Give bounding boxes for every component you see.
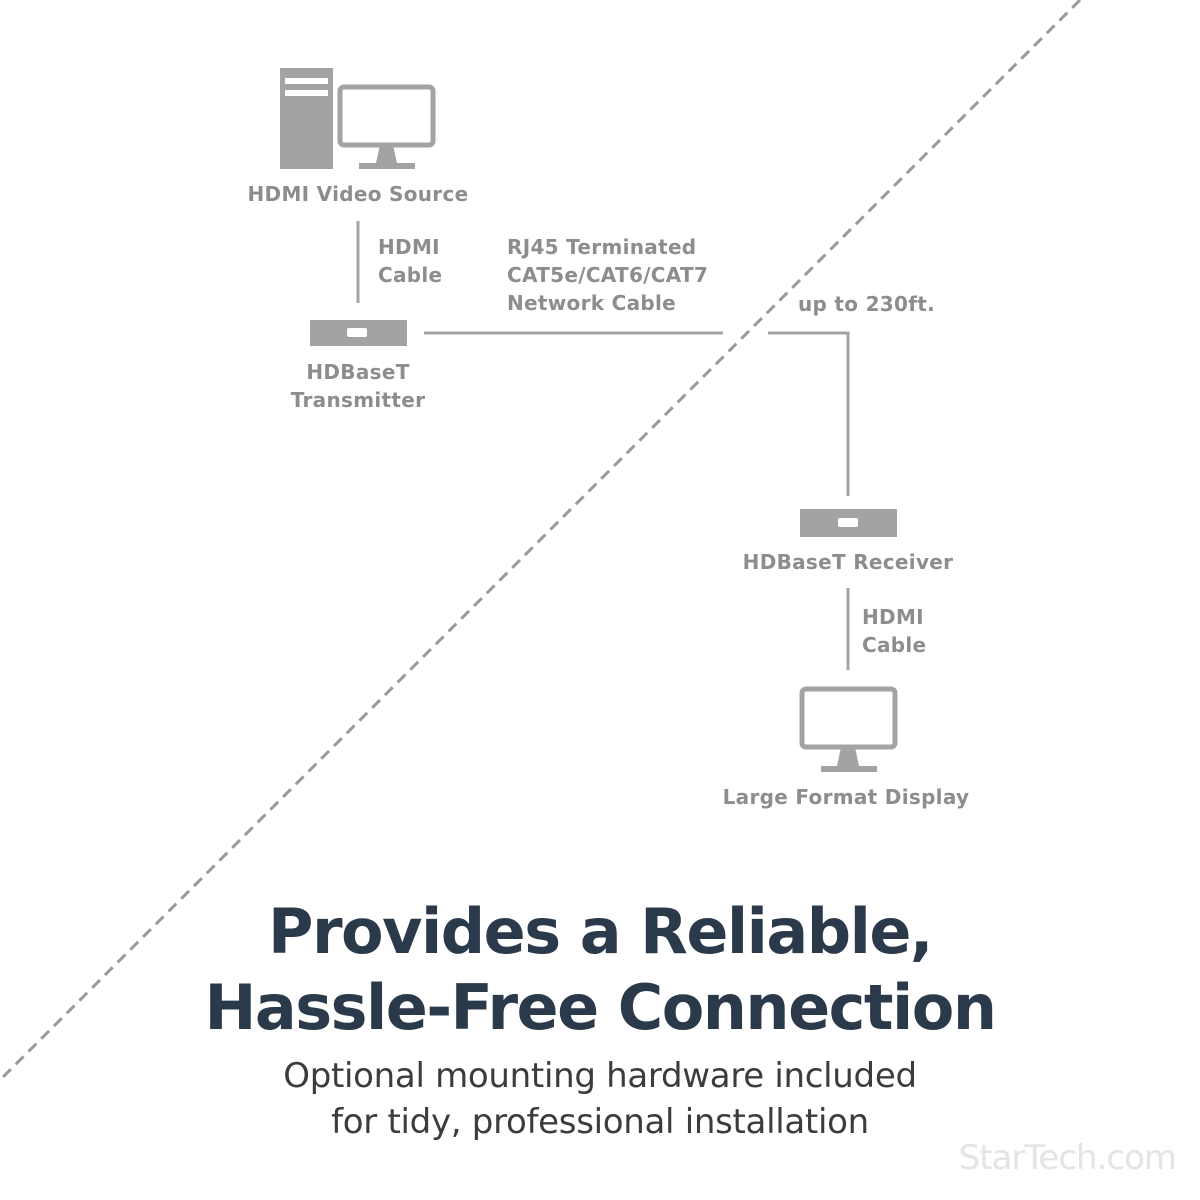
receiver-label: HDBaseT Receiver — [742, 550, 954, 574]
transmitter-label-line1: HDBaseT — [306, 360, 410, 384]
headline-line1: Provides a Reliable, — [268, 895, 934, 968]
transmitter-label: HDBaseT Transmitter — [208, 358, 508, 414]
source-label: HDMI Video Source — [247, 182, 469, 206]
diagonal-divider — [0, 0, 1082, 1082]
hdmi-cable-label-2-line1: HDMI — [862, 605, 924, 629]
network-cable-label: RJ45 Terminated CAT5e/CAT6/CAT7 Network … — [507, 233, 708, 317]
hdmi-cable-label-2: HDMI Cable — [862, 603, 926, 659]
transmitter-label-line2: Transmitter — [290, 388, 426, 412]
network-cable-label-line3: Network Cable — [507, 291, 677, 315]
network-cable-label-line2: CAT5e/CAT6/CAT7 — [507, 263, 709, 287]
brand-watermark: StarTech.com — [958, 1138, 1177, 1178]
desktop-tower-icon — [280, 68, 333, 169]
subhead-line2: for tidy, professional installation — [331, 1102, 869, 1142]
display-monitor-icon — [799, 686, 898, 772]
hdmi-cable-label-1-line2: Cable — [378, 263, 443, 287]
network-cable-right — [768, 331, 850, 496]
network-cable-label-line1: RJ45 Terminated — [507, 235, 697, 259]
receiver-box-icon — [800, 509, 897, 537]
distance-label: up to 230ft. — [798, 292, 935, 316]
hdmi-cable-label-1: HDMI Cable — [378, 233, 442, 289]
hdmi-cable-label-1-line1: HDMI — [378, 235, 440, 259]
hdmi-cable-label-2-line2: Cable — [862, 633, 927, 657]
display-label: Large Format Display — [722, 785, 970, 809]
monitor-icon — [337, 84, 436, 169]
subhead-line1: Optional mounting hardware included — [283, 1056, 917, 1096]
transmitter-box-icon — [310, 320, 407, 346]
headline-line2: Hassle-Free Connection — [204, 971, 997, 1044]
